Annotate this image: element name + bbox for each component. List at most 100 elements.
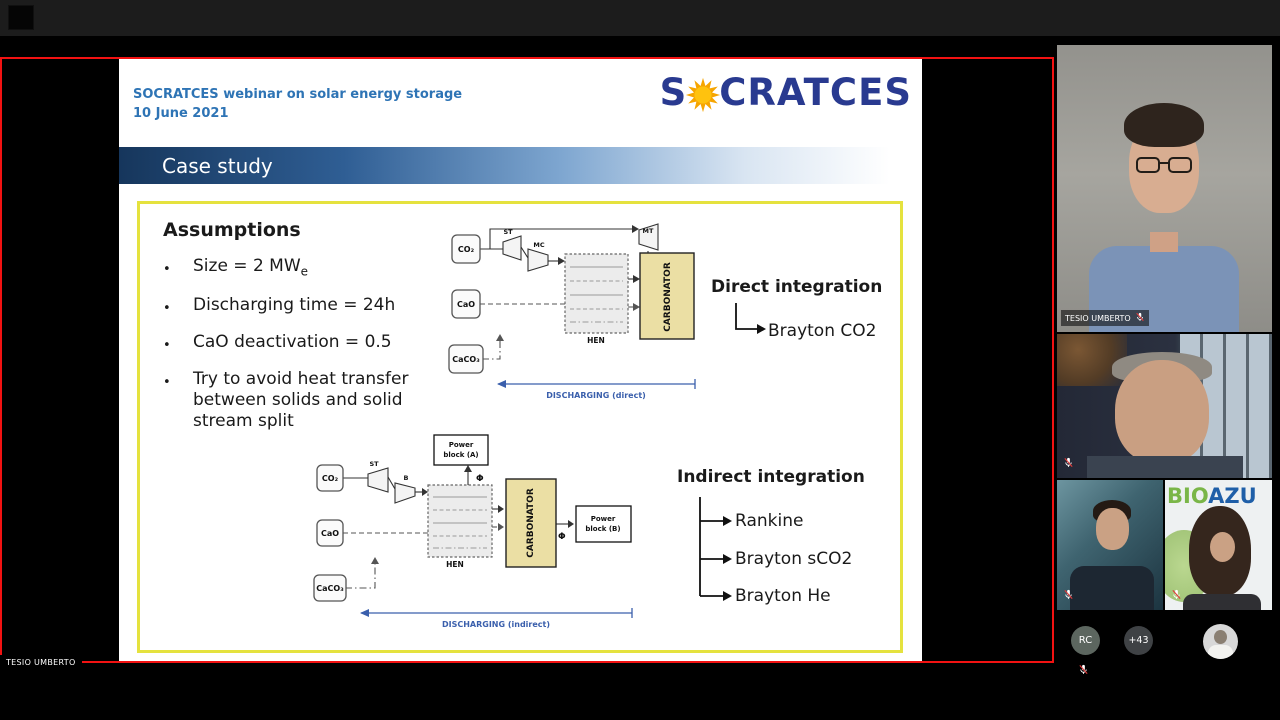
bullet-text: CaO deactivation = 0.5 — [193, 332, 392, 353]
caco3-box — [448, 344, 484, 374]
carbonator-label: CARBONATOR — [663, 262, 673, 332]
glasses — [1136, 157, 1192, 174]
caco3-label: CaCO₃ — [452, 355, 480, 364]
presentation-slide: SOCRATCES webinar on solar energy storag… — [119, 59, 922, 661]
st-label: ST — [503, 228, 513, 236]
video-tile-2[interactable] — [1057, 334, 1272, 478]
power-block-a-label-2: block (A) — [443, 451, 478, 459]
participant-initials-badge[interactable]: RC — [1071, 626, 1100, 655]
bullet-icon: • — [163, 262, 171, 277]
mic-muted-icon — [1063, 453, 1074, 472]
person-body — [1183, 594, 1261, 610]
indirect-option-brayton-sco2: Brayton sCO2 — [735, 549, 853, 569]
caco3-dashdot-line — [482, 341, 501, 360]
cao-dashed-line — [480, 303, 633, 308]
subscript-e: e — [300, 264, 309, 279]
pipe-lines — [480, 228, 649, 280]
titlebar-left-block — [8, 5, 34, 30]
participant-name-tag: TESIO UMBERTO — [1061, 310, 1149, 326]
bullet-icon: • — [163, 375, 171, 391]
bioazul-logo-green: BIO — [1167, 484, 1209, 508]
b-label: B — [404, 474, 409, 482]
mc-compressor-icon — [527, 248, 549, 272]
hen-label: HEN — [587, 336, 605, 345]
indirect-integration-diagram: Power block (A) Φ HEN CARBONATOR Power b… — [313, 434, 633, 629]
video-tile-3[interactable] — [1057, 480, 1163, 610]
person-head — [1096, 508, 1129, 550]
list-item: • Try to avoid heat transfer between sol… — [163, 369, 413, 432]
mic-muted-icon — [1078, 660, 1089, 679]
caco3-box — [313, 574, 347, 602]
direct-option-brayton-co2: Brayton CO2 — [768, 321, 877, 341]
co2-box — [316, 464, 344, 492]
mic-muted-icon — [1135, 312, 1145, 324]
more-participants-badge[interactable]: +43 — [1124, 626, 1153, 655]
bullet-text: Try to avoid heat transfer between solid… — [193, 369, 409, 432]
video-tile-4[interactable]: BIOAZU — [1165, 480, 1272, 610]
slide-title-bar: Case study — [119, 147, 922, 184]
presenter-name-tag: TESIO UMBERTO — [0, 655, 82, 670]
caco3-label: CaCO₃ — [316, 584, 344, 593]
mic-muted-icon — [1171, 585, 1182, 604]
mic-muted-icon — [1063, 585, 1074, 604]
st-turbine-icon — [367, 467, 389, 493]
webinar-date: 10 June 2021 — [133, 106, 229, 121]
indirect-option-brayton-he: Brayton He — [735, 586, 831, 606]
co2-label: CO₂ — [322, 474, 339, 483]
phi-label-b: Φ — [558, 532, 566, 542]
bioazul-logo: BIOAZU — [1167, 484, 1257, 508]
cao-box — [316, 519, 344, 547]
bullet-text: Discharging time = 24h — [193, 295, 396, 316]
webinar-title-line1: SOCRATCES webinar on solar energy storag… — [133, 87, 463, 102]
logo-letters-rest: CRATCES — [719, 71, 912, 114]
bullet-text: Size = 2 MWe — [193, 256, 309, 279]
person-neck — [1150, 232, 1178, 252]
avatar[interactable] — [1203, 624, 1238, 659]
carbonator-label: CARBONATOR — [526, 488, 536, 558]
phi-label-a: Φ — [476, 474, 484, 484]
st-label: ST — [369, 460, 379, 468]
assumptions-heading: Assumptions — [163, 219, 301, 241]
elbow-arrow-icon — [735, 303, 766, 334]
person-body — [1070, 566, 1154, 610]
bracket-arrows-icon — [699, 497, 732, 601]
slide-content-box — [137, 201, 903, 653]
power-block-a-label-1: Power — [449, 441, 474, 449]
power-block-a — [433, 434, 489, 466]
cao-dashed-line — [343, 526, 498, 534]
participant-name: TESIO UMBERTO — [1065, 313, 1131, 323]
carbonator-box — [505, 478, 557, 568]
b-blower-icon — [394, 482, 416, 504]
hen-label: HEN — [446, 560, 464, 569]
person-body — [1087, 456, 1243, 478]
hen-box — [427, 484, 493, 558]
bullet-icon: • — [163, 338, 171, 354]
assumptions-list: • Size = 2 MWe • Discharging time = 24h … — [163, 256, 413, 445]
mt-turbine-icon — [638, 223, 659, 251]
bullet-icon: • — [163, 301, 171, 317]
bioazul-logo-blue: AZU — [1208, 484, 1257, 508]
discharging-direct-arrow — [498, 379, 696, 389]
mt-label: MT — [643, 227, 654, 235]
indirect-option-rankine: Rankine — [735, 511, 804, 531]
participants-panel: TESIO UMBERTO BIOAZU — [1057, 45, 1272, 675]
direct-integration-diagram: HEN CARBONATOR ST MC MT CO₂ CaO CaCO₃ DI… — [448, 223, 696, 400]
person-head — [1210, 532, 1235, 562]
caco3-dashdot-line — [345, 564, 376, 589]
list-item: • Size = 2 MWe — [163, 256, 413, 282]
discharging-direct-label: DISCHARGING (direct) — [546, 391, 646, 400]
power-block-b-label-2: block (B) — [585, 525, 620, 533]
hen-box — [564, 253, 629, 334]
slide-title: Case study — [162, 153, 273, 178]
hen-streams — [433, 496, 487, 549]
video-tile-tesio-umberto[interactable]: TESIO UMBERTO — [1057, 45, 1272, 332]
st-turbine-icon — [502, 235, 522, 261]
webinar-title: SOCRATCES webinar on solar energy storag… — [133, 85, 462, 123]
co2-box — [451, 234, 481, 264]
person-head — [1115, 360, 1209, 464]
direct-integration-heading: Direct integration — [711, 277, 883, 297]
socratces-logo: S — [660, 71, 912, 114]
hen-streams — [570, 266, 623, 323]
discharging-indirect-label: DISCHARGING (indirect) — [442, 620, 550, 629]
person-hair — [1124, 103, 1204, 147]
